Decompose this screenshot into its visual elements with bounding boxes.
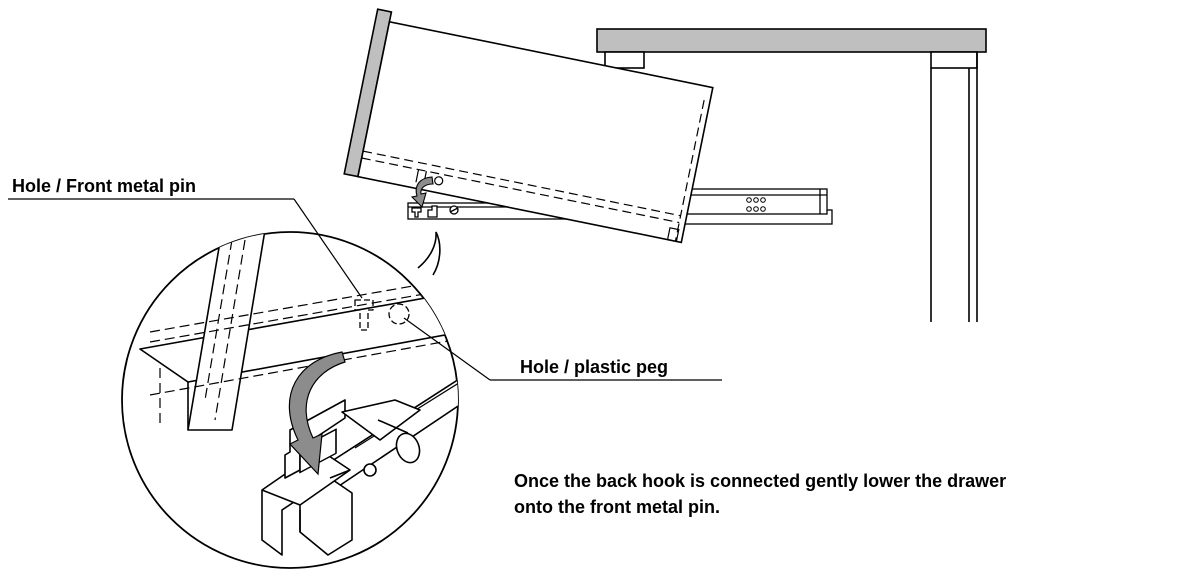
cabinet-top-right-block [930,51,978,69]
detail-view [139,232,458,556]
instruction-line-2: onto the front metal pin. [514,497,720,517]
detail-hidden-edge [149,336,458,396]
runner-peg-housing [427,205,438,218]
instruction-line-1: Once the back hook is connected gently l… [514,471,1007,491]
detail-hidden-edge [204,239,233,401]
runner-holes [746,197,766,212]
front-pin-leader [293,198,363,299]
cabinet-top-panel [596,28,987,53]
cabinet [596,28,987,322]
instruction-text: Once the back hook is connected gently l… [514,468,1194,520]
detail-plastic-peg-body [341,399,421,441]
detail-hidden-edge [149,285,458,343]
leader-lines [8,198,722,381]
detail-plastic-peg [395,432,421,464]
detail-runner-bracket [261,477,353,556]
detail-lowering-arrow-icon [288,351,346,476]
detail-pin-hole [354,299,374,331]
cabinet-top-left-block [604,51,645,69]
detail-peg-hole [388,303,410,325]
detail-small-screw [363,463,377,477]
plastic-peg-leader [403,317,491,381]
drawer-hidden-edge [361,157,680,224]
drawer-hidden-edge [362,150,681,217]
drawer-hidden-edge [674,99,705,242]
plastic-peg-label: Hole / plastic peg [520,357,669,377]
detail-hidden-edge [214,239,246,421]
drawer-back-hook [666,227,680,243]
magnifier-pointer [417,231,441,276]
drawer-body [356,20,714,244]
front-pin-label: Hole / Front metal pin [12,176,197,196]
runner-front-pin [411,207,422,218]
detail-drawer-front [187,232,266,431]
drawer-peg-hole [434,176,444,186]
tilted-drawer [343,8,714,244]
drawer-lowering-arrow-icon [410,176,434,209]
